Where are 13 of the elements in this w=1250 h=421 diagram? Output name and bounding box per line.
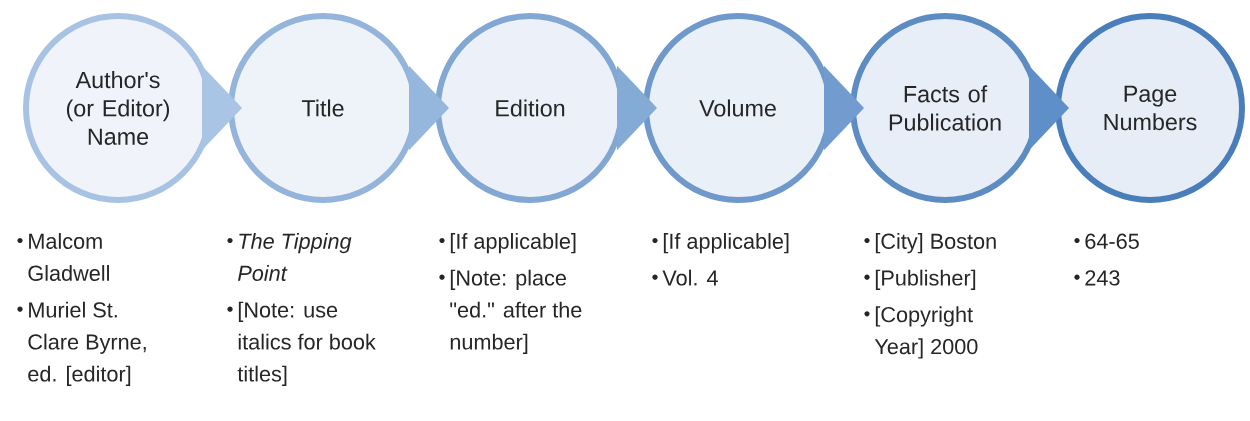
list-item: [If applicable] xyxy=(450,233,576,254)
list-item: 243 xyxy=(1085,270,1120,286)
list-item: [City] Boston xyxy=(875,233,996,254)
list-item: [If applicable] xyxy=(663,233,789,254)
list-item: Malcom Gladwell xyxy=(28,233,109,281)
list-item: Vol. 4 xyxy=(662,269,718,286)
list-item: [Copyright Year] 2000 xyxy=(874,306,978,359)
list-item: [Note: place "ed." after the number] xyxy=(450,269,582,354)
list-item: [Note: use italics for book titles] xyxy=(237,301,376,386)
list-item: The Tipping Point xyxy=(238,233,352,281)
list-item: [Publisher] xyxy=(875,269,976,290)
list-item: 64-65 xyxy=(1085,233,1139,249)
list-item: Muriel St. Clare Byrne, ed. [editor] xyxy=(28,301,146,386)
